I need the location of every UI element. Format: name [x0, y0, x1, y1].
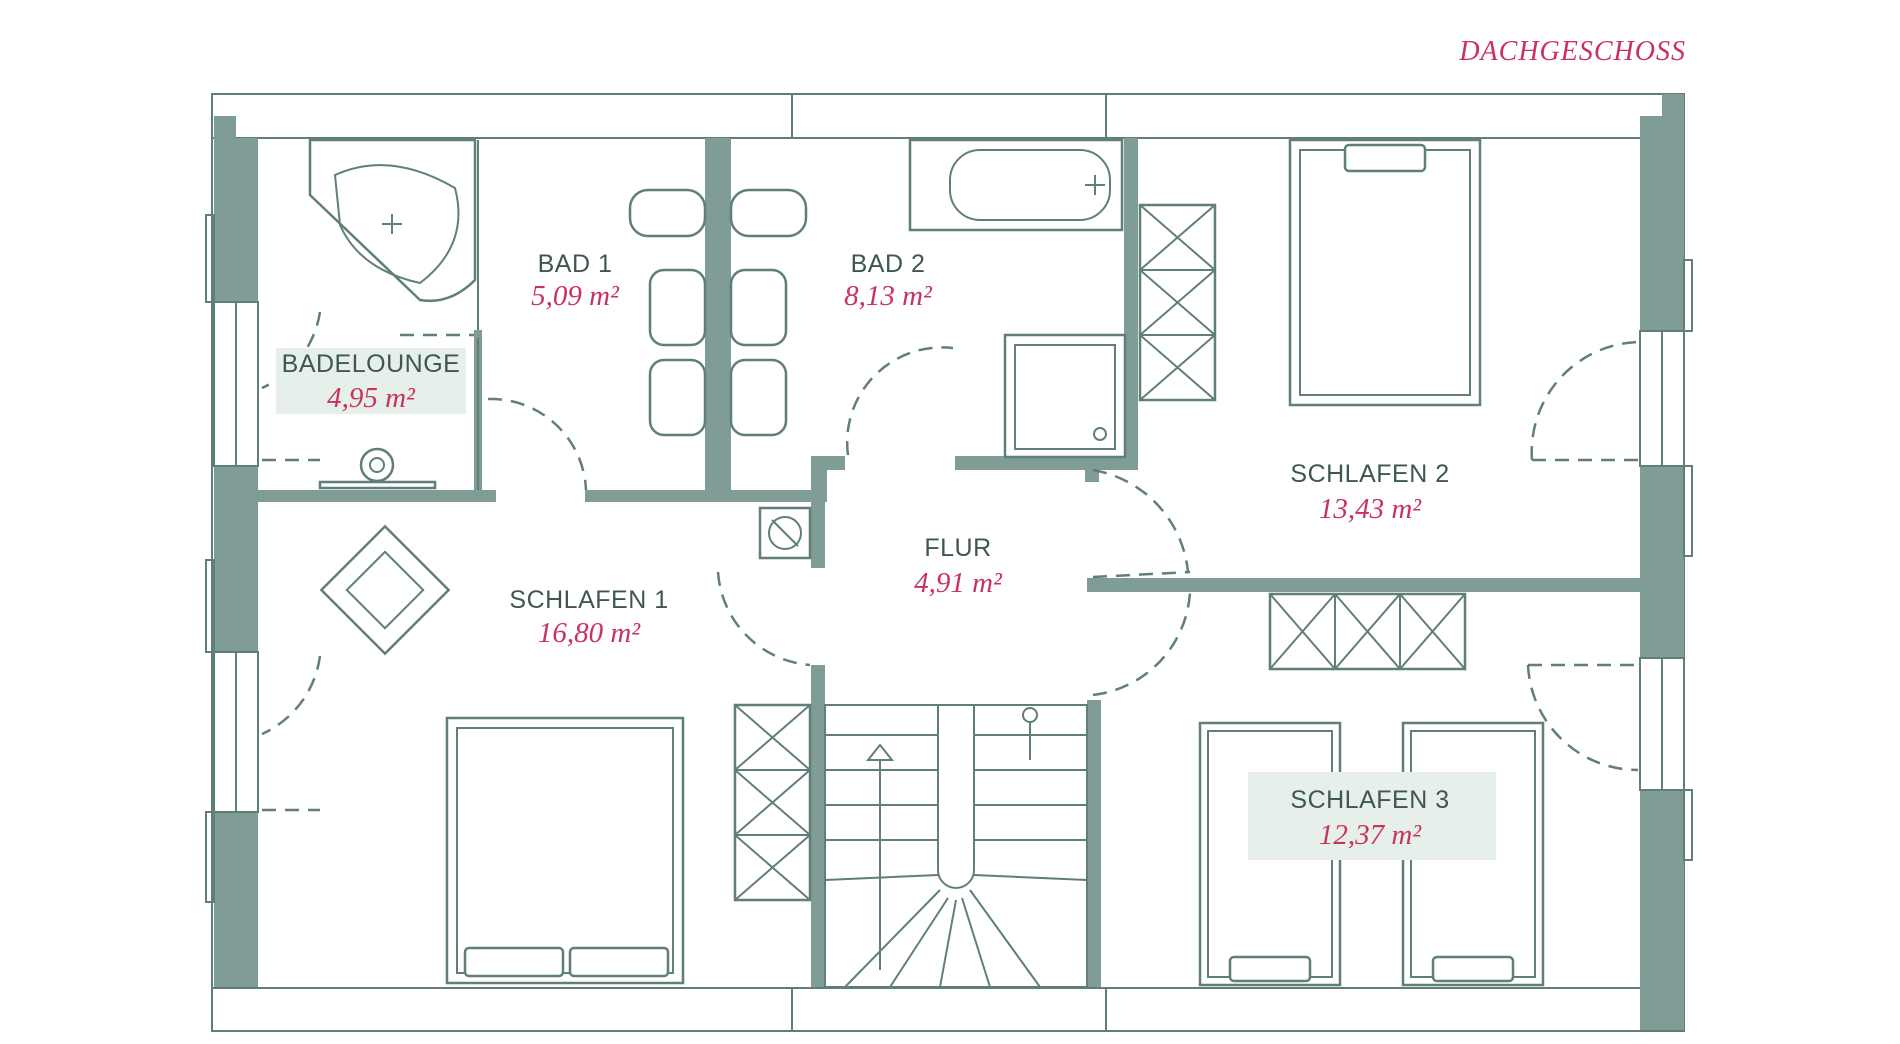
room-area: 12,37 m² [1319, 819, 1422, 851]
corner-bathtub [308, 138, 477, 303]
staircase [824, 704, 1088, 988]
room-label-bad2: BAD 2 8,13 m² [844, 250, 933, 312]
room-name: BAD 1 [538, 250, 613, 278]
bathtub [908, 138, 1124, 232]
washbasins [628, 188, 808, 437]
room-label-schlafen1: SCHLAFEN 1 16,80 m² [509, 586, 668, 649]
room-name: BAD 2 [851, 250, 926, 278]
exterior-walls [214, 94, 1684, 1030]
room-label-flur: FLUR 4,91 m² [914, 534, 1003, 599]
room-area: 8,13 m² [844, 280, 933, 312]
room-label-bad1: BAD 1 5,09 m² [531, 250, 620, 312]
room-label-badelounge: BADELOUNGE 4,95 m² [282, 350, 461, 414]
room-area: 4,91 m² [914, 567, 1003, 599]
windows [205, 214, 1693, 903]
room-area: 4,95 m² [327, 382, 416, 414]
schlafen3-highlight [1248, 772, 1496, 860]
room-name: SCHLAFEN 3 [1290, 786, 1449, 814]
wardrobe-schlafen1 [733, 703, 812, 902]
room-name: BADELOUNGE [282, 350, 461, 378]
room-area: 13,43 m² [1319, 493, 1422, 525]
wardrobe-schlafen3 [1268, 592, 1467, 671]
wardrobe-bad2 [1138, 203, 1217, 402]
shower [1003, 333, 1127, 459]
room-label-schlafen3: SCHLAFEN 3 12,37 m² [1290, 786, 1449, 851]
bed-schlafen1 [445, 716, 685, 985]
room-name: SCHLAFEN 1 [509, 586, 668, 614]
chimney [758, 506, 812, 560]
room-name: SCHLAFEN 2 [1290, 460, 1449, 488]
interior-walls [258, 138, 1640, 987]
room-name: FLUR [924, 534, 991, 562]
floor-title: DACHGESCHOSS [1458, 36, 1686, 67]
bed-schlafen2 [1288, 138, 1482, 407]
room-area: 16,80 m² [538, 617, 641, 649]
armchair [319, 524, 451, 656]
doors [261, 311, 1639, 812]
badelounge-highlight [276, 348, 466, 414]
room-area: 5,09 m² [531, 280, 620, 312]
room-label-schlafen2: SCHLAFEN 2 13,43 m² [1290, 460, 1449, 525]
badelounge-partition [318, 140, 482, 490]
